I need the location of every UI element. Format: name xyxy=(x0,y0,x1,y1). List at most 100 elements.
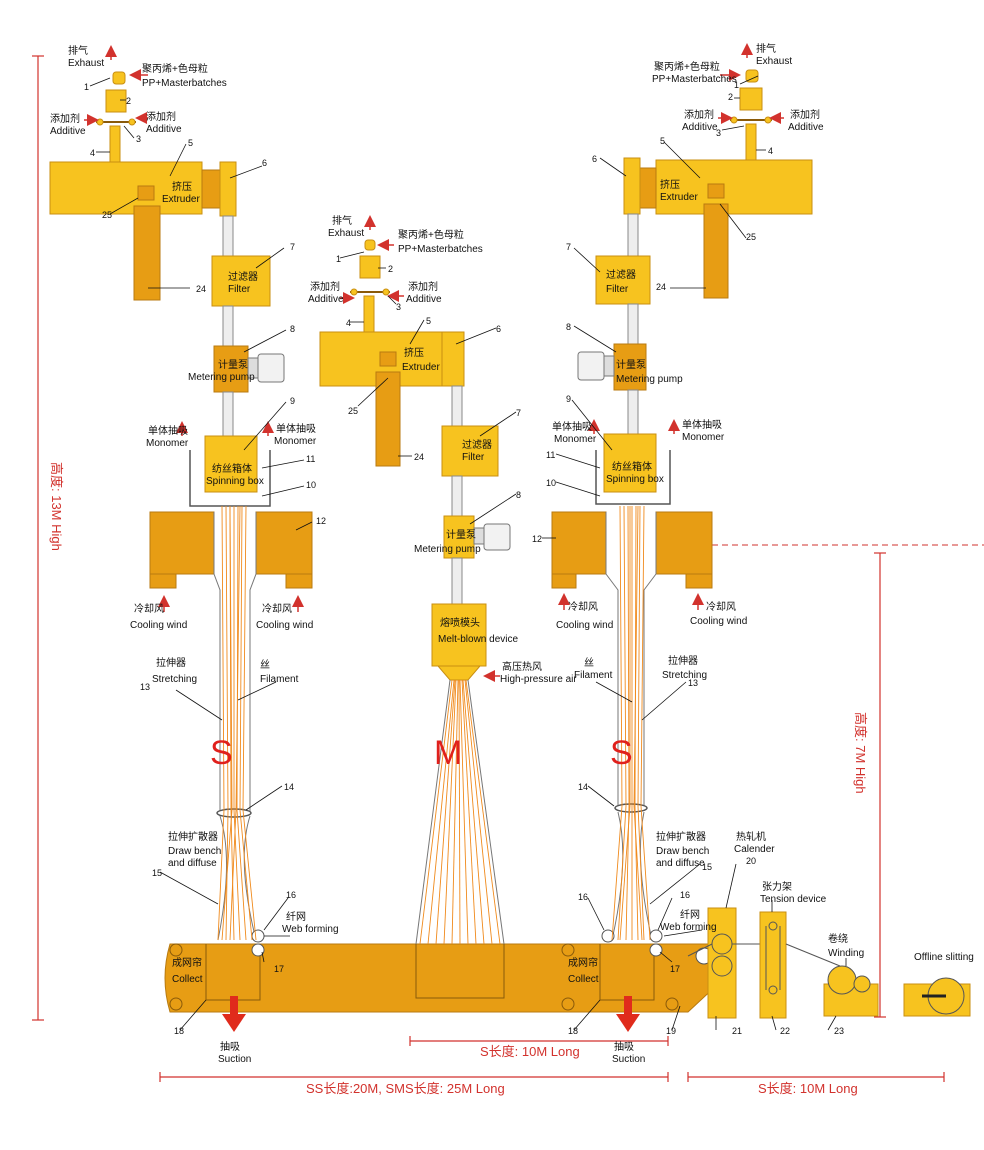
length-s-center-label: S长度: 10M Long xyxy=(480,1044,580,1059)
meltblown-cn: 熔喷模头 xyxy=(440,616,480,629)
cooling-cn-right-a: 冷却风 xyxy=(568,600,598,613)
num-5-left: 5 xyxy=(188,138,193,148)
num-24-right: 24 xyxy=(656,282,666,292)
tension-en: Tension device xyxy=(760,894,827,905)
center-meltblown-unit xyxy=(319,239,511,945)
drawbench-en2-left: and diffuse xyxy=(168,858,217,869)
dimension-length-center: S长度: 10M Long xyxy=(409,1036,669,1059)
num-6-center: 6 xyxy=(496,324,501,334)
winding-cn: 卷绕 xyxy=(828,932,848,945)
metering-en-right: Metering pump xyxy=(616,374,683,385)
num-8-center: 8 xyxy=(516,490,521,500)
labels-center-unit: 排气 Exhaust 聚丙烯+色母粒 PP+Masterbatches 添加剂 … xyxy=(308,214,577,685)
drawbench-cn-left: 拉伸扩散器 xyxy=(168,830,218,843)
num-1-center: 1 xyxy=(336,254,341,264)
exhaust-cn-right: 排气 xyxy=(756,42,776,55)
spinning-en-right: Spinning box xyxy=(606,474,664,485)
num-18-left: 18 xyxy=(174,1026,184,1036)
monomer-en-right-b: Monomer xyxy=(682,432,725,443)
stretching-en-right: Stretching xyxy=(662,670,707,681)
dimension-length-ss: SS长度:20M, SMS长度: 25M Long xyxy=(159,1072,669,1096)
num-15-right: 15 xyxy=(702,862,712,872)
additive-en-right-a: Additive xyxy=(682,122,718,133)
hpair-cn: 高压热风 xyxy=(502,660,542,673)
letter-s-right: S xyxy=(610,734,633,772)
monomer-cn-left-b: 单体抽吸 xyxy=(276,422,316,435)
cooling-en-left-b: Cooling wind xyxy=(256,620,313,631)
spinning-cn-left: 纺丝箱体 xyxy=(212,462,252,475)
filter-en-center: Filter xyxy=(462,452,485,463)
filter-en-left: Filter xyxy=(228,284,251,295)
labels-downstream: 热轧机 Calender 张力架 Tension device 卷绕 Windi… xyxy=(734,830,974,963)
extruder-cn-left: 挤压 xyxy=(172,180,192,193)
webforming-en-right: Web forming xyxy=(660,922,717,933)
additive-cn-right-b: 添加剂 xyxy=(790,108,820,121)
num-22: 22 xyxy=(780,1026,790,1036)
num-12-right: 12 xyxy=(532,534,542,544)
webforming-en-left: Web forming xyxy=(282,924,339,935)
exhaust-cn-left: 排气 xyxy=(68,44,88,57)
num-2-right: 2 xyxy=(728,92,733,102)
drawbench-cn-right: 拉伸扩散器 xyxy=(656,830,706,843)
spinning-en-left: Spinning box xyxy=(206,476,264,487)
suction-en-right: Suction xyxy=(612,1054,645,1065)
num-17-right: 17 xyxy=(670,964,680,974)
extruder-en-right: Extruder xyxy=(660,192,698,203)
extruder-en-center: Extruder xyxy=(402,362,440,373)
pp-cn-left: 聚丙烯+色母粒 xyxy=(142,62,208,75)
num-18-right: 18 xyxy=(568,1026,578,1036)
collect-cn-right: 成网帘 xyxy=(568,956,598,969)
num-10-left: 10 xyxy=(306,480,316,490)
additive-cn-left-b: 添加剂 xyxy=(146,110,176,123)
num-25-center: 25 xyxy=(348,406,358,416)
num-7-center: 7 xyxy=(516,408,521,418)
hpair-en: High-pressure air xyxy=(500,674,577,685)
filament-en-left: Filament xyxy=(260,674,299,685)
exhaust-cn-center: 排气 xyxy=(332,214,352,227)
tension-cn: 张力架 xyxy=(762,880,792,893)
additive-cn-center-b: 添加剂 xyxy=(408,280,438,293)
monomer-cn-right-a: 单体抽吸 xyxy=(552,420,592,433)
drawbench-en1-right: Draw bench xyxy=(656,846,709,857)
letter-s-left: S xyxy=(210,734,233,772)
metering-cn-left: 计量泵 xyxy=(218,358,248,371)
cooling-en-right-b: Cooling wind xyxy=(690,616,747,627)
pp-en-center: PP+Masterbatches xyxy=(398,244,483,255)
num-16a-right: 16 xyxy=(578,892,588,902)
cooling-cn-left-b: 冷却风 xyxy=(262,602,292,615)
num-16b-right: 16 xyxy=(680,890,690,900)
collect-en-right: Collect xyxy=(568,974,599,985)
labels-left-unit: 排气 Exhaust 聚丙烯+色母粒 PP+Masterbatches 添加剂 … xyxy=(50,44,339,935)
dimension-length-right: S长度: 10M Long xyxy=(687,1072,945,1096)
num-11-left: 11 xyxy=(306,454,315,464)
meltblown-en: Melt-blown device xyxy=(438,634,518,645)
additive-cn-center-a: 添加剂 xyxy=(310,280,340,293)
pp-cn-center: 聚丙烯+色母粒 xyxy=(398,228,464,241)
num-11-right: 11 xyxy=(546,450,555,460)
suction-cn-left: 抽吸 xyxy=(220,1040,240,1053)
exhaust-en-left: Exhaust xyxy=(68,58,104,69)
collect-cn-left: 成网帘 xyxy=(172,956,202,969)
webforming-cn-right: 纤网 xyxy=(680,908,700,921)
num-13-right: 13 xyxy=(688,678,698,688)
drawbench-en2-right: and diffuse xyxy=(656,858,705,869)
num-13-left: 13 xyxy=(140,682,150,692)
collect-en-left: Collect xyxy=(172,974,203,985)
offline-slitting xyxy=(903,977,971,1017)
num-4-left: 4 xyxy=(90,148,95,158)
filter-cn-left: 过滤器 xyxy=(228,270,258,283)
num-2-center: 2 xyxy=(388,264,393,274)
tension-device xyxy=(759,911,841,1019)
height-13-label: 高度: 13M High xyxy=(49,462,64,551)
spinning-cn-right: 纺丝箱体 xyxy=(612,460,652,473)
num-25-right: 25 xyxy=(746,232,756,242)
exhaust-en-center: Exhaust xyxy=(328,228,364,239)
num-6-right: 6 xyxy=(592,154,597,164)
additive-en-right-b: Additive xyxy=(788,122,824,133)
length-s-right-label: S长度: 10M Long xyxy=(758,1081,858,1096)
monomer-en-right-a: Monomer xyxy=(554,434,597,445)
num-14-right: 14 xyxy=(578,782,588,792)
pp-en-right: PP+Masterbatches xyxy=(652,74,737,85)
pp-cn-right: 聚丙烯+色母粒 xyxy=(654,60,720,73)
